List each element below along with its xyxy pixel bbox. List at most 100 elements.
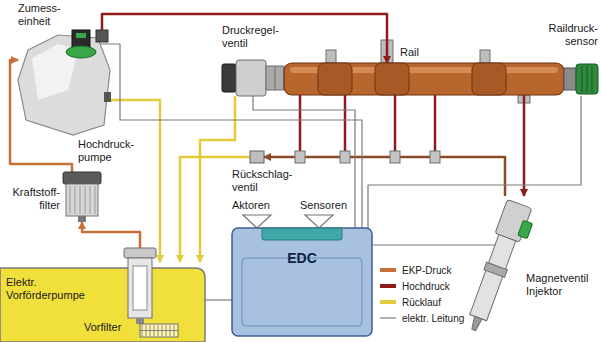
electric-line — [96, 44, 362, 228]
node-label: Zumess- einheit — [18, 2, 61, 28]
node-label: Vorfilter — [84, 321, 121, 334]
pump-housing — [128, 258, 152, 318]
rail-boss — [318, 63, 352, 95]
solenoid-connector — [518, 220, 533, 238]
tank-body — [0, 268, 205, 342]
pump-core — [133, 266, 147, 310]
high-pressure-pipe — [394, 95, 397, 151]
injector-wire — [462, 244, 496, 245]
check-valve-shape — [250, 151, 264, 163]
injector-nozzle — [470, 316, 482, 331]
electric-line — [372, 244, 462, 245]
metering-unit-shape — [66, 30, 96, 58]
pump-outlet — [96, 30, 108, 42]
rail-fitting — [326, 50, 336, 63]
pump-inlet — [136, 318, 144, 324]
sensor-thread — [564, 68, 576, 90]
control-unit: EDC — [232, 228, 372, 336]
filter-cap — [63, 172, 101, 184]
legend: EKP-DruckHochdruckRücklauf elektr. Leitun… — [380, 262, 464, 326]
pump-body — [18, 35, 110, 135]
electric-line — [205, 299, 232, 300]
valve-nut — [266, 66, 284, 90]
legend-swatch — [380, 268, 396, 272]
pipe-connector — [340, 151, 350, 163]
legend-row: EKP-Druck — [380, 262, 464, 278]
electric-line — [368, 96, 581, 228]
rail-fitting — [480, 50, 490, 63]
fuel-line — [200, 96, 235, 262]
injector-body — [470, 235, 516, 321]
pump-return-port — [104, 92, 111, 102]
legend-row: Rücklauf — [380, 294, 464, 310]
node-label: Kraftstoff- filter — [13, 186, 60, 212]
rail-pressure-sensor: Raildruck- sensor — [564, 62, 598, 96]
injector-body-group — [462, 200, 538, 337]
ecu-panel — [242, 258, 362, 326]
signal-label: Aktoren — [232, 199, 270, 212]
injector-clamp — [484, 262, 507, 277]
node-label: Raildruck- sensor — [548, 22, 598, 48]
fuel-line — [102, 14, 387, 63]
legend-text: elektr. Leitung — [402, 313, 464, 324]
legend-text: Rücklauf — [402, 297, 441, 308]
valve-coil — [236, 60, 266, 96]
legend-line-sample — [380, 316, 396, 320]
sensor-arrow — [305, 215, 333, 228]
legend-text: EKP-Druck — [402, 265, 451, 276]
filter-rib — [90, 186, 91, 214]
rail-shape — [284, 63, 564, 95]
return-blocks — [295, 151, 440, 163]
high-pressure-pipe — [344, 95, 347, 151]
node-label: Hochdruck- pumpe — [78, 138, 134, 164]
rail-boss — [375, 63, 409, 95]
filter-rib — [70, 186, 71, 214]
injector: Magnetventil Injektor — [462, 196, 532, 336]
rail-pressure-sensor-shape — [564, 62, 598, 96]
sensor-rib — [582, 66, 583, 92]
node-label: Rückschlag- ventil — [232, 168, 293, 194]
rail-body — [284, 63, 564, 95]
fuel-line — [523, 95, 526, 196]
sensor-body — [576, 64, 598, 94]
pipe-connector — [430, 151, 440, 163]
signal-label: Sensoren — [300, 199, 347, 212]
fuel-tank: Elektr. VorförderpumpeVorfilter — [0, 262, 205, 342]
prefilter-mesh — [140, 324, 178, 337]
fuel-filter-shape — [63, 172, 101, 222]
sensor-rib — [592, 66, 593, 92]
check-valve-body — [250, 151, 264, 163]
pipe-connector — [390, 151, 400, 163]
legend-swatch — [380, 300, 396, 304]
filter-housing — [66, 184, 98, 216]
pressure-control-valve: Druckregel- ventil — [222, 60, 284, 96]
fuel-line — [110, 100, 160, 262]
actuator-arrow — [243, 215, 271, 228]
filter-rib — [80, 186, 81, 214]
valve-edge — [275, 66, 276, 90]
rail-top-fittings — [326, 40, 490, 63]
filter-rib — [85, 186, 86, 214]
injector-shape — [462, 196, 532, 336]
high-pressure-pipe — [299, 95, 302, 151]
valve-plug — [222, 64, 236, 92]
check-valve: Rückschlag- ventil — [250, 151, 264, 163]
legend-row: Hochdruck — [380, 278, 464, 294]
node-label: EDC — [287, 250, 317, 267]
filter-rib — [95, 186, 96, 214]
node-label: Magnetventil Injektor — [526, 272, 588, 298]
high-pressure-pump-shape — [18, 30, 110, 135]
legend-row: elektr. Leitung — [380, 310, 464, 326]
high-pressure-pipe — [434, 95, 437, 151]
high-pressure-pump: Hochdruck- pumpeZumess- einheit — [18, 30, 110, 135]
rail-outlets — [300, 95, 530, 151]
legend-swatch — [380, 284, 396, 288]
pump-head — [124, 248, 156, 258]
node-label: Rail — [400, 46, 419, 59]
node-label: Elektr. Vorförderpumpe — [6, 276, 85, 302]
fuel-filter: Kraftstoff- filter — [63, 172, 101, 222]
metering-plug — [76, 33, 86, 38]
filter-nozzle — [78, 216, 86, 222]
rail-boss — [472, 63, 506, 95]
